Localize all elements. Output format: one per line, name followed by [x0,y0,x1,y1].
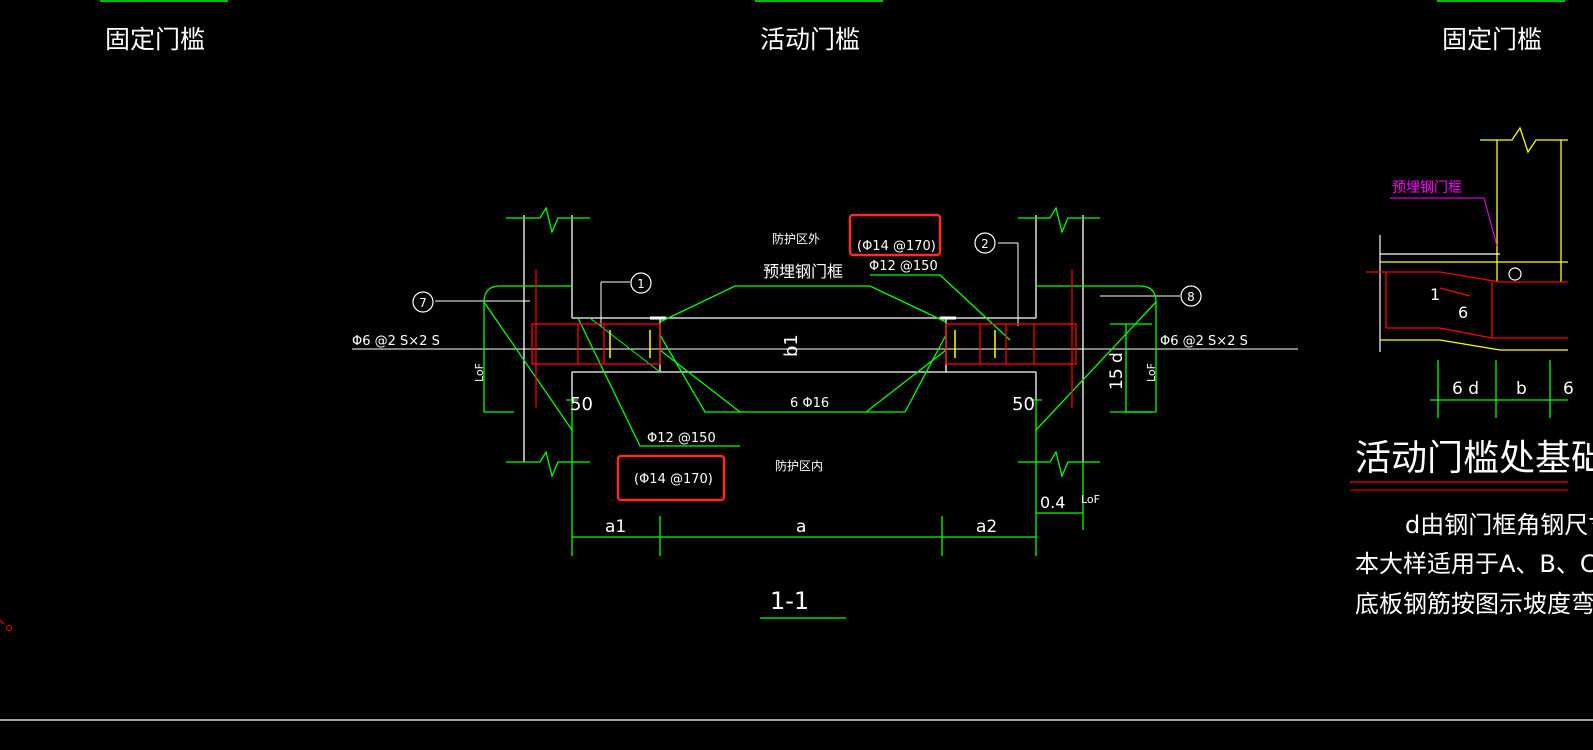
heading-right-text: 固定门槛 [1442,25,1542,54]
section-frames-red [531,270,1077,408]
callout-circle-8 [1180,285,1202,307]
detail-title: 活动门槛处基础底板 [1355,438,1593,479]
label-rebar-bottom: Φ12 @150 [647,431,716,446]
dim-a2: a2 [976,517,997,537]
dim-50-left: 50 [570,394,593,415]
label-rebar-top-boxed: (Φ14 @170) [857,239,936,254]
highlight-box-top [848,213,942,257]
headings: 固定门槛 活动门槛 固定门槛 [100,0,1565,54]
detail-note-line1: d由钢门框角钢尺寸确 [1405,511,1593,539]
section-rebar-green [483,206,1157,556]
label-stirrup-right: Φ6 @2 S×2 S [1160,334,1248,349]
detail-dim-b: b [1516,379,1527,399]
label-15d: 15 d [1107,352,1127,390]
callout-number-2: 2 [981,237,989,251]
label-lof-left: LoF [473,363,486,382]
highlight-boxes [616,213,942,502]
edge-markers [0,619,12,631]
dim-a: a [796,517,806,537]
highlight-box-bottom [616,454,726,502]
callout-circle-7 [412,291,434,313]
callout-circle-1 [630,272,652,294]
callout-circle-2 [974,232,996,254]
detail-label-embedded-frame: 预埋钢门框 [1392,180,1462,196]
detail-right: 预埋钢门框 1 6 6 d b 6 活动门槛处基础底板 d由钢门框角钢尺寸确 本… [1350,126,1593,618]
label-rebar-mid: 6 Φ16 [790,396,829,411]
label-lof-bottom: LoF [1081,493,1100,506]
dim-0-4: 0.4 [1040,493,1065,512]
heading-left-text: 固定门槛 [105,25,205,54]
detail-label-1: 1 [1430,285,1440,304]
label-lof-right: LoF [1145,363,1158,382]
section-title: 1-1 [770,587,809,615]
callout-number-1: 1 [637,277,645,291]
heading-center-text: 活动门槛 [760,25,860,54]
label-embedded-frame: 预埋钢门框 [763,262,843,281]
section-1-1: 1 2 7 8 防护区外 预埋钢门框 (Φ14 @170) Φ12 @150 Φ… [352,206,1298,619]
label-inside-zone: 防护区内 [775,458,823,473]
detail-dim-cut: 6 [1563,379,1574,399]
callout-number-8: 8 [1187,290,1195,304]
detail-dim-6d: 6 d [1452,379,1479,399]
callouts [412,232,1202,313]
section-anchors-yellow [609,330,996,358]
detail-note-line2: 本大样适用于A、B、C、D [1355,550,1593,578]
label-rebar-top: Φ12 @150 [869,259,938,274]
label-outside-zone: 防护区外 [772,231,820,246]
dim-a1: a1 [605,517,626,537]
callout-number-7: 7 [419,296,427,310]
detail-label-6: 6 [1458,303,1468,322]
label-b1: b1 [781,334,802,357]
dim-50-right: 50 [1012,394,1035,415]
detail-note-line3: 底板钢筋按图示坡度弯折避开 [1355,590,1593,618]
label-stirrup-left: Φ6 @2 S×2 S [352,334,440,349]
callout-numbers: 1 2 7 8 [419,237,1195,310]
section-labels: 防护区外 预埋钢门框 (Φ14 @170) Φ12 @150 Φ12 @150 … [352,231,1248,615]
label-rebar-bottom-boxed: (Φ14 @170) [634,472,713,487]
